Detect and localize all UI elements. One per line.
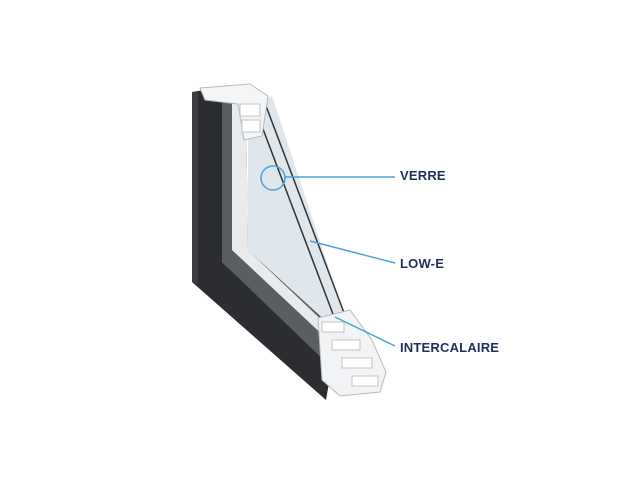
glass-callout-circle	[260, 165, 286, 191]
glass-pane	[248, 96, 347, 330]
spacer-callout-line	[334, 316, 396, 347]
callouts	[260, 165, 396, 347]
bottom-profile-spacer	[317, 309, 387, 397]
label-low-e: LOW-E	[400, 256, 445, 271]
top-profile	[199, 83, 269, 141]
label-spacer: INTERCALAIRE	[400, 340, 500, 355]
low-e-callout-line	[309, 240, 396, 264]
label-glass: VERRE	[400, 168, 446, 183]
